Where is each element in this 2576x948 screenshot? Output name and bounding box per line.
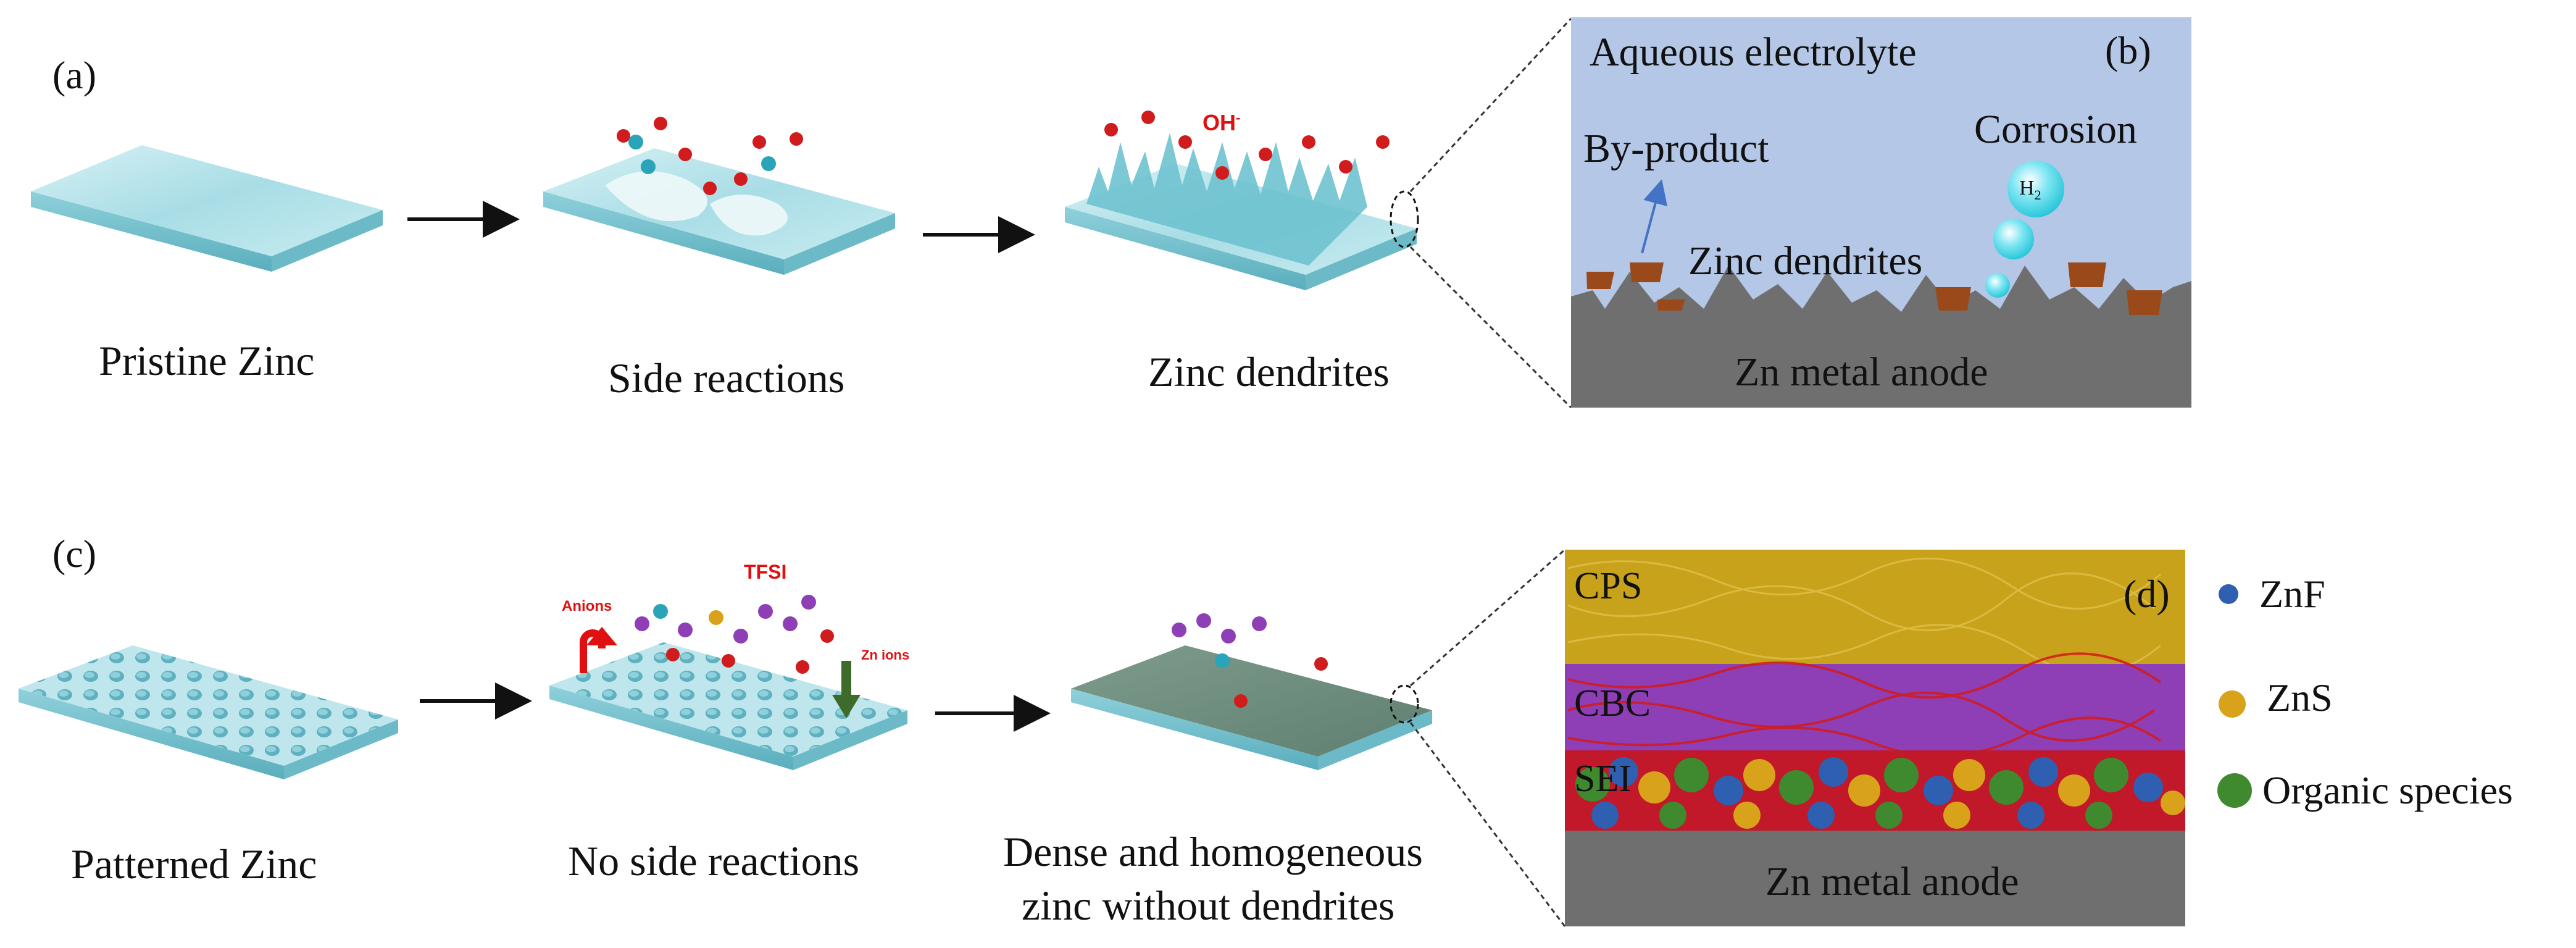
anode-label-d: Zn metal anode [1765,859,2019,904]
legend-label-znf: ZnF [2259,572,2325,616]
hydrogen-bubbles [1985,161,2064,298]
legend-dot-zns [2219,690,2246,718]
panel-b-box [1571,17,2191,408]
cps-layer-label: CPS [1574,565,1643,607]
stage-a3-caption: Zinc dendrites [1148,348,1390,395]
byproduct-particles [1586,262,2162,315]
dense-zinc-plate [1071,613,1432,770]
anions-label: Anions [562,598,612,615]
stage-a1-caption: Pristine Zinc [99,337,315,384]
legend-dot-znf [2219,584,2238,604]
sei-layer-label: SEI [1574,758,1632,800]
dendrites-label: Zinc dendrites [1688,238,1923,283]
panel-d-label: (d) [2124,572,2170,616]
electrolyte-label: Aqueous electrolyte [1590,30,1917,75]
zoom-circle-a [1390,190,1419,248]
dendrite-plate [1065,111,1417,290]
panel-b-label: (b) [2105,28,2151,72]
panel-a-label: (a) [52,53,97,97]
no-side-reaction-plate [549,595,907,770]
corrosion-label: Corrosion [1974,107,2137,152]
sei-particles [1575,757,2185,829]
tfsi-label: TFSI [744,561,787,583]
panel-d-box [1565,550,2185,926]
panel-c-label: (c) [52,532,97,576]
side-reaction-plate [543,117,895,275]
stage-c2-caption: No side reactions [568,837,860,884]
pristine-zinc-plate [31,145,383,272]
anode-layer-d [1565,831,2185,926]
zoom-line-a-bottom [1409,246,1572,409]
legend-label-organic: Organic species [2262,768,2513,812]
molecules-c3 [1172,613,1328,708]
hydroxide-label: OH- [1203,110,1241,135]
water-molecules-a2 [617,117,803,195]
anode-surface-b [1571,266,2191,408]
cbc-layer-label: CBC [1574,682,1651,724]
zoom-line-c-bottom [1409,722,1566,927]
zn-ion-arrow-shaft [841,661,851,698]
stage-c1-caption: Patterned Zinc [71,841,317,887]
stage-c3-caption-line2: zinc without dendrites [1022,882,1395,929]
legend-dot-organic [2217,773,2252,808]
zoom-line-c-top [1410,548,1565,687]
water-molecules-a3 [1104,111,1390,180]
stage-c3-caption-line1: Dense and homogeneous [1003,828,1423,875]
byproduct-arrow [1641,179,1668,254]
zoom-line-a-top [1409,17,1572,193]
tfsi-molecules [635,595,834,674]
stage-a2-caption: Side reactions [608,354,845,401]
zn-ions-label: Zn ions [861,647,910,663]
hydrogen-label: H2 [2019,177,2041,203]
patterned-zinc-plate [19,645,398,779]
cbc-fibers [1567,652,2162,758]
legend-label-zns: ZnS [2267,676,2333,719]
anode-label-b: Zn metal anode [1735,350,1988,395]
zoom-circle-c [1390,684,1419,724]
zn-ion-arrow-head [832,695,861,718]
byproduct-label: By-product [1583,126,1769,171]
